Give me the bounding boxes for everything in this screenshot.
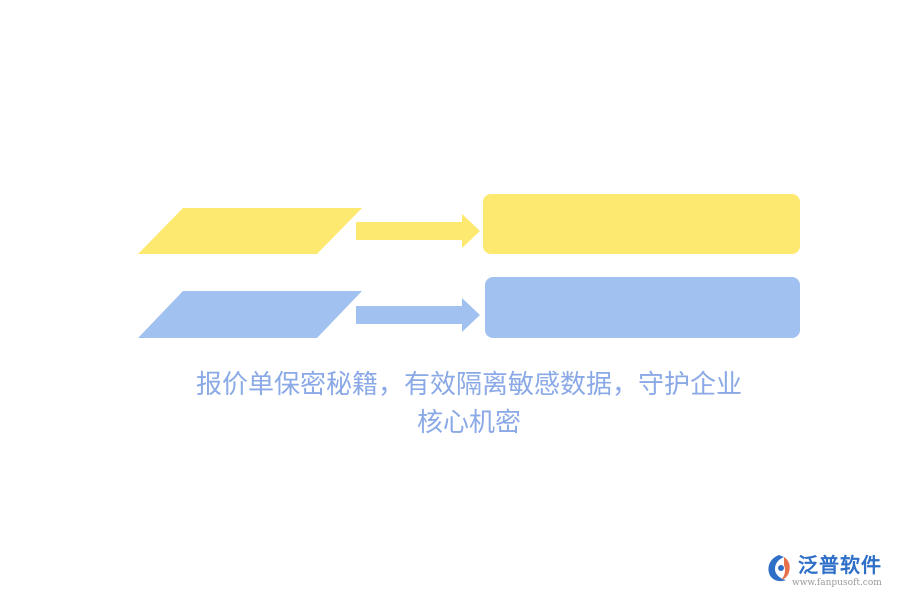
row-2-arrow	[356, 298, 480, 332]
caption-line-2: 核心机密	[416, 408, 521, 438]
row-1-box	[483, 194, 800, 254]
flow-row-1	[138, 194, 800, 254]
brand-url: www.fanpusoft.com	[792, 578, 882, 588]
row-1-arrow	[356, 214, 480, 248]
brand-logo: 泛普软件 www.fanpusoft.com	[762, 550, 890, 592]
brand-name: 泛普软件	[798, 553, 882, 577]
row-1-parallelogram	[138, 208, 362, 254]
flow-row-2	[138, 277, 800, 338]
diagram-caption: 报价单保密秘籍，有效隔离敏感数据，守护企业 核心机密	[138, 366, 800, 442]
fanpu-logo-icon	[768, 555, 790, 582]
row-2-box	[485, 277, 800, 338]
caption-line-1: 报价单保密秘籍，有效隔离敏感数据，守护企业	[195, 370, 742, 400]
row-2-parallelogram	[138, 291, 362, 338]
